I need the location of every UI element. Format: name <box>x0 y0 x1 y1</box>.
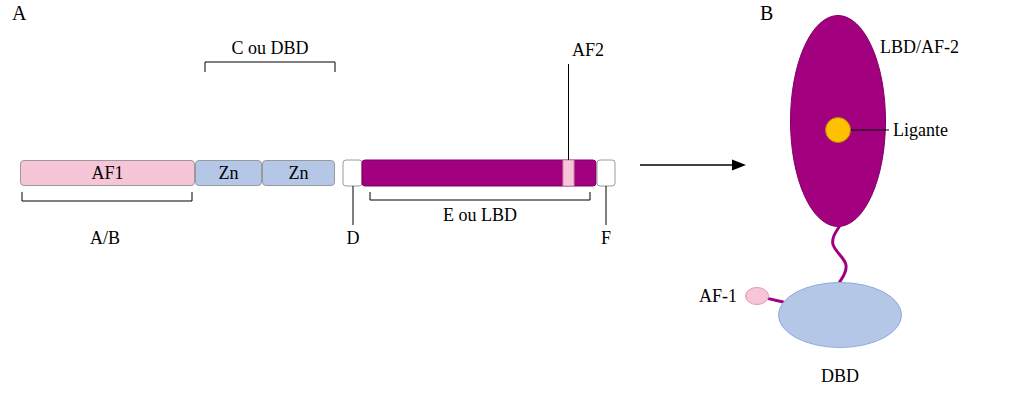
ellipse-shape <box>779 283 902 348</box>
panel-letter: B <box>760 2 773 24</box>
shape-outline <box>745 287 769 305</box>
node-label: Ligante <box>893 120 948 140</box>
bracket <box>22 192 192 201</box>
leader-line <box>568 64 569 160</box>
region-label: F <box>601 228 611 248</box>
f-segment <box>597 160 615 186</box>
node-label: DBD <box>821 366 859 386</box>
region-label: D <box>347 228 360 248</box>
hinge-segment <box>343 160 362 186</box>
ellipse-shape <box>746 288 769 305</box>
ligand-binding-segment <box>362 160 596 186</box>
af2-segment <box>563 160 574 186</box>
dna-binding-ellipse: DBD <box>778 282 902 348</box>
ligand-binding-ellipse: LBD/AF-2Ligante <box>790 15 886 227</box>
activation-function-ellipse: AF-1 <box>745 287 769 305</box>
region-label: E ou LBD <box>443 205 517 225</box>
transition-arrow <box>640 164 733 166</box>
shape-outline <box>778 282 902 348</box>
leader-line <box>353 186 354 225</box>
connector <box>768 299 783 302</box>
ligand-circle: Ligante <box>825 117 851 143</box>
shape-outline <box>825 117 851 143</box>
bracket <box>370 192 590 200</box>
panel-letter: A <box>12 2 26 24</box>
node-label: Zn <box>219 163 239 183</box>
ellipse-shape <box>791 16 886 227</box>
region-label: C ou DBD <box>231 38 308 58</box>
arrowhead <box>732 160 746 171</box>
connector <box>833 227 847 282</box>
node-label: Zn <box>289 163 309 183</box>
node-label: AF-1 <box>699 286 737 306</box>
ellipse-shape <box>826 118 851 143</box>
zinc-finger-box: Zn <box>195 160 262 186</box>
bracket <box>205 62 335 72</box>
leader-line <box>606 186 607 225</box>
zinc-finger-box: Zn <box>262 160 335 186</box>
node-label: AF1 <box>91 163 123 183</box>
activation-domain-box: AF1 <box>20 160 195 186</box>
region-label: A/B <box>90 228 120 248</box>
region-label: AF2 <box>572 40 604 60</box>
node-label: LBD/AF-2 <box>880 37 959 57</box>
